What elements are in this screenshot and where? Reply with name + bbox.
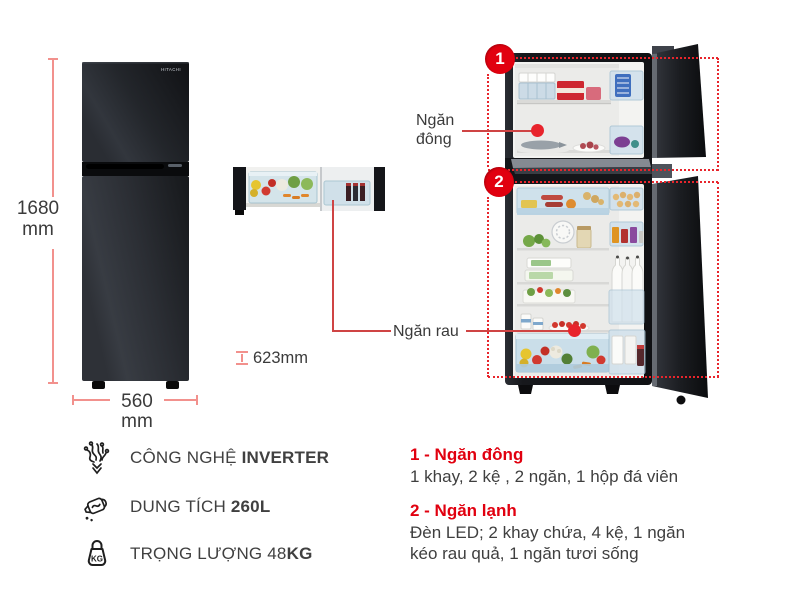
hinge <box>652 164 672 178</box>
capacity-icon <box>84 497 107 522</box>
compartment1-description: 1 khay, 2 kệ , 2 ngăn, 1 hộp đá viên <box>410 467 679 486</box>
compartment-divider <box>505 158 652 184</box>
depth-dim-label: 623mm <box>253 349 309 367</box>
spec-row-capacity: DUNG TÍCH 260L <box>80 489 270 525</box>
left-frame <box>233 167 246 210</box>
dotted-rect1-bottom <box>488 169 718 171</box>
height-dim-label: 1680 mm <box>8 198 68 240</box>
spec-text-weight: TRỌNG LƯỢNG 48KG <box>130 544 313 563</box>
vegetable-basket <box>248 171 318 204</box>
dotted-rect2-bottom <box>488 376 719 378</box>
dotted-rect1-right <box>717 58 719 171</box>
fridge-compartment <box>513 184 646 378</box>
freezer-dot <box>531 124 544 137</box>
badge-2: 2 <box>484 167 514 197</box>
cooling-fan <box>551 220 575 244</box>
foot-right <box>605 385 620 394</box>
vegetable-connector <box>466 330 569 332</box>
foot-left <box>518 385 533 394</box>
width-value: 560 <box>121 391 153 412</box>
depth-dim-icon <box>236 351 248 365</box>
height-dim-cap-bottom <box>48 382 58 384</box>
weight-icon: KG <box>87 540 107 567</box>
dotted-rect2-left <box>487 197 489 377</box>
spec-row-inverter: CÔNG NGHỆ INVERTER <box>80 440 329 476</box>
badge-1: 1 <box>485 44 515 74</box>
height-dim-cap-top <box>48 58 58 60</box>
fridge-door <box>82 176 189 381</box>
foot-left <box>92 381 105 389</box>
dotted-left-vertical-1 <box>487 74 489 167</box>
door-bins <box>608 187 646 375</box>
freezer-callout-label: Ngăn đông <box>416 112 455 148</box>
dotted-rect2-top <box>515 181 718 183</box>
width-unit: mm <box>121 411 153 432</box>
width-dim-cap-right <box>196 395 198 405</box>
dotted-rect1-top <box>516 57 718 59</box>
height-dim-line-top <box>52 60 54 197</box>
freezer-drawer-image <box>233 167 385 215</box>
brand-logo: HITACHI <box>161 67 181 72</box>
inverter-icon <box>83 441 110 475</box>
open-fridge-image <box>505 44 708 405</box>
spec-text-capacity: DUNG TÍCH 260L <box>130 497 271 516</box>
vegetable-drawer <box>515 333 610 373</box>
closed-fridge-image: HITACHI <box>82 62 189 389</box>
compartment2-description-line2: kéo rau quả, 1 ngăn tươi sống <box>410 544 639 563</box>
vegetable-dot <box>568 324 581 337</box>
compartment1-heading: 1 - Ngăn đông <box>410 445 524 464</box>
open-door-panels <box>652 44 708 405</box>
freezer-connector <box>462 130 532 132</box>
width-dim-line-left <box>72 399 110 401</box>
veg-connector-vertical <box>332 200 334 331</box>
freezer-door <box>82 62 189 162</box>
spec-row-weight: KG TRỌNG LƯỢNG 48KG <box>80 536 313 572</box>
right-frame <box>374 167 385 211</box>
compartment2-description-line1: Đèn LED; 2 khay chứa, 4 kệ, 1 ngăn <box>410 523 686 542</box>
height-dim-line-bottom <box>52 249 54 383</box>
foot-right <box>166 381 179 389</box>
veg-connector-left <box>332 330 391 332</box>
spec-text-inverter: CÔNG NGHỆ INVERTER <box>130 448 330 467</box>
vegetable-callout-label: Ngăn rau <box>393 323 459 340</box>
freezer-compartment <box>513 62 644 158</box>
width-dim-line-right <box>164 399 197 401</box>
compartment2-heading: 2 - Ngăn lạnh <box>410 501 517 520</box>
height-value: 1680 <box>16 198 60 219</box>
dotted-rect2-right <box>717 182 719 377</box>
kg-icon-text: KG <box>91 555 103 564</box>
height-unit: mm <box>22 219 54 240</box>
